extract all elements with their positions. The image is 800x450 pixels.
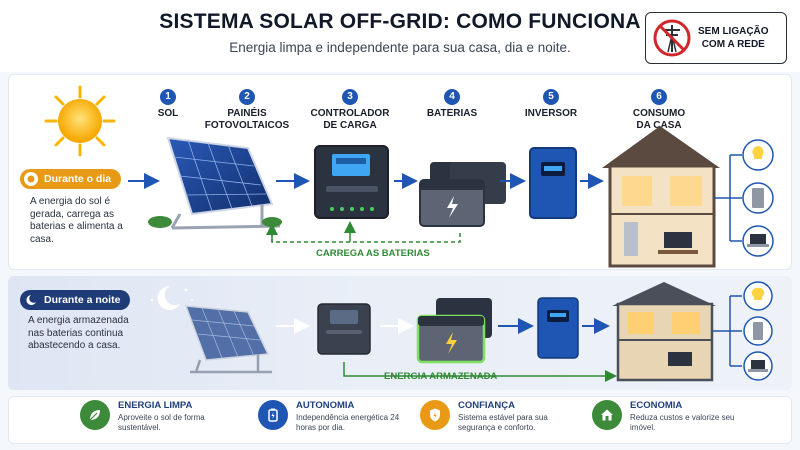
feature-title: AUTONOMIA [296, 400, 355, 411]
feature-savings: ECONOMIA Reduza custos e valorize seu im… [592, 400, 740, 440]
charge-flow-line [271, 230, 461, 243]
feature-title: ENERGIA LIMPA [118, 400, 193, 411]
no-grid-line-2: COM A REDE [701, 39, 765, 50]
feature-autonomy: AUTONOMIA Independência energética 24 ho… [258, 400, 406, 440]
day-badge-label: Durante o dia [44, 173, 112, 185]
night-flow-arrows [276, 318, 617, 382]
night-badge-label: Durante a noite [44, 294, 121, 306]
day-inverter-icon [529, 147, 577, 219]
stored-flow-line [343, 362, 617, 382]
feature-reliability: CONFIANÇA Sistema estável para sua segur… [420, 400, 568, 440]
step-number: 3 [342, 89, 358, 105]
shield-icon [420, 400, 450, 430]
day-solar-panel-icon [148, 136, 282, 230]
night-description: A energia armazenada nas baterias contin… [28, 315, 129, 351]
night-inverter-icon [537, 297, 579, 359]
step-label: BATERIAS [426, 108, 478, 119]
feature-clean-energy: ENERGIA LIMPA Aproveite o sol de forma s… [80, 400, 228, 440]
step-sun: 1 SOL [113, 86, 223, 120]
no-grid-text: SEM LIGAÇÃO COM A REDE [698, 25, 769, 51]
step-number: 4 [444, 89, 460, 105]
day-charge-controller-icon [314, 145, 389, 219]
step-batteries: 4 BATERIAS [397, 86, 507, 120]
day-flow-arrows [128, 173, 604, 243]
leaf-icon [80, 400, 110, 430]
benefits-bar [8, 396, 792, 444]
step-number: 2 [239, 89, 255, 105]
night-badge: Durante a noite [20, 290, 131, 310]
header: SISTEMA SOLAR OFF-GRID: COMO FUNCIONA En… [0, 0, 800, 72]
house-icon [592, 400, 622, 430]
day-description: A energia do sol é gerada, carrega as ba… [30, 196, 123, 245]
day-badge: Durante o dia [20, 169, 122, 189]
stored-flow-label: ENERGIA ARMAZENADA [384, 371, 498, 382]
night-charge-controller-icon [317, 303, 371, 355]
step-label: INVERSOR [524, 108, 578, 119]
step-number: 1 [160, 89, 176, 105]
moon-icon [150, 285, 193, 310]
battery-icon [258, 400, 288, 430]
step-number: 5 [543, 89, 559, 105]
feature-title: ECONOMIA [630, 400, 683, 411]
sun-icon [44, 85, 116, 157]
step-inverter: 5 INVERSOR [496, 86, 606, 120]
feature-text: Aproveite o sol de forma sustentável. [118, 413, 205, 432]
feature-text: Independência energética 24 horas por di… [296, 413, 400, 432]
night-solar-panel-icon [184, 305, 272, 374]
night-house-icon [612, 282, 716, 382]
page-title: SISTEMA SOLAR OFF-GRID: COMO FUNCIONA [159, 10, 641, 33]
step-label: SOL [157, 108, 179, 119]
feature-title: CONFIANÇA [458, 400, 515, 411]
no-grid-badge: SEM LIGAÇÃO COM A REDE [645, 12, 787, 64]
day-appliances [714, 139, 774, 257]
no-power-line-icon [653, 19, 691, 57]
feature-text: Sistema estável para sua segurança e con… [458, 413, 548, 432]
day-batteries-icon [419, 162, 506, 227]
sun-small-icon [24, 172, 38, 186]
feature-text: Reduza custos e valorize seu imóvel. [630, 413, 735, 432]
page-subtitle: Energia limpa e independente para sua ca… [229, 40, 571, 55]
moon-small-icon [24, 293, 38, 307]
day-house-icon [602, 126, 720, 268]
night-appliances [712, 281, 773, 381]
night-batteries-icon [416, 298, 492, 364]
no-grid-line-1: SEM LIGAÇÃO [698, 26, 769, 37]
charge-flow-label: CARREGA AS BATERIAS [316, 248, 430, 259]
step-number: 6 [651, 89, 667, 105]
